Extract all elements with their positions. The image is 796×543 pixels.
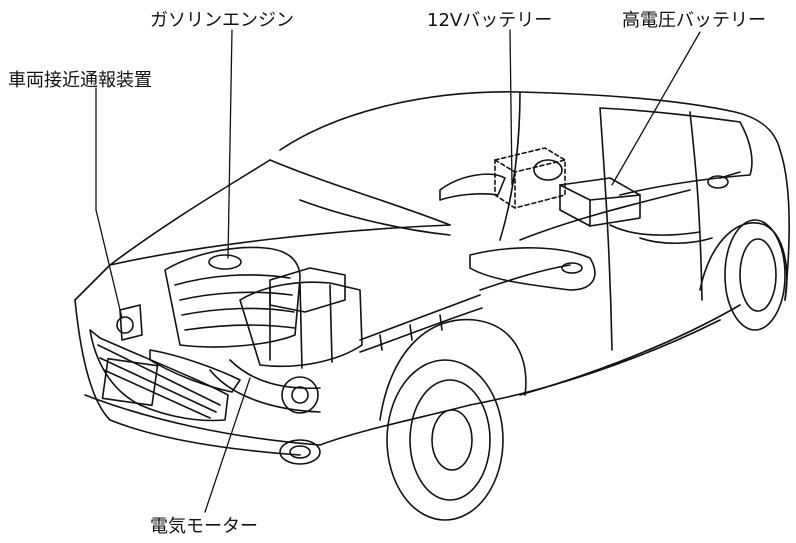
label-high-voltage-battery: 高電圧バッテリー (622, 10, 766, 31)
label-electric-motor: 電気モーター (150, 516, 258, 537)
leader-lines (95, 29, 701, 513)
label-12v-battery: 12Vバッテリー (427, 10, 552, 31)
car-body (74, 91, 790, 521)
engine-compartment (116, 246, 363, 414)
drivetrain (359, 147, 713, 353)
label-gasoline-engine: ガソリンエンジン (150, 10, 294, 31)
label-vehicle-approach-alert: 車両接近通報装置 (8, 70, 152, 91)
